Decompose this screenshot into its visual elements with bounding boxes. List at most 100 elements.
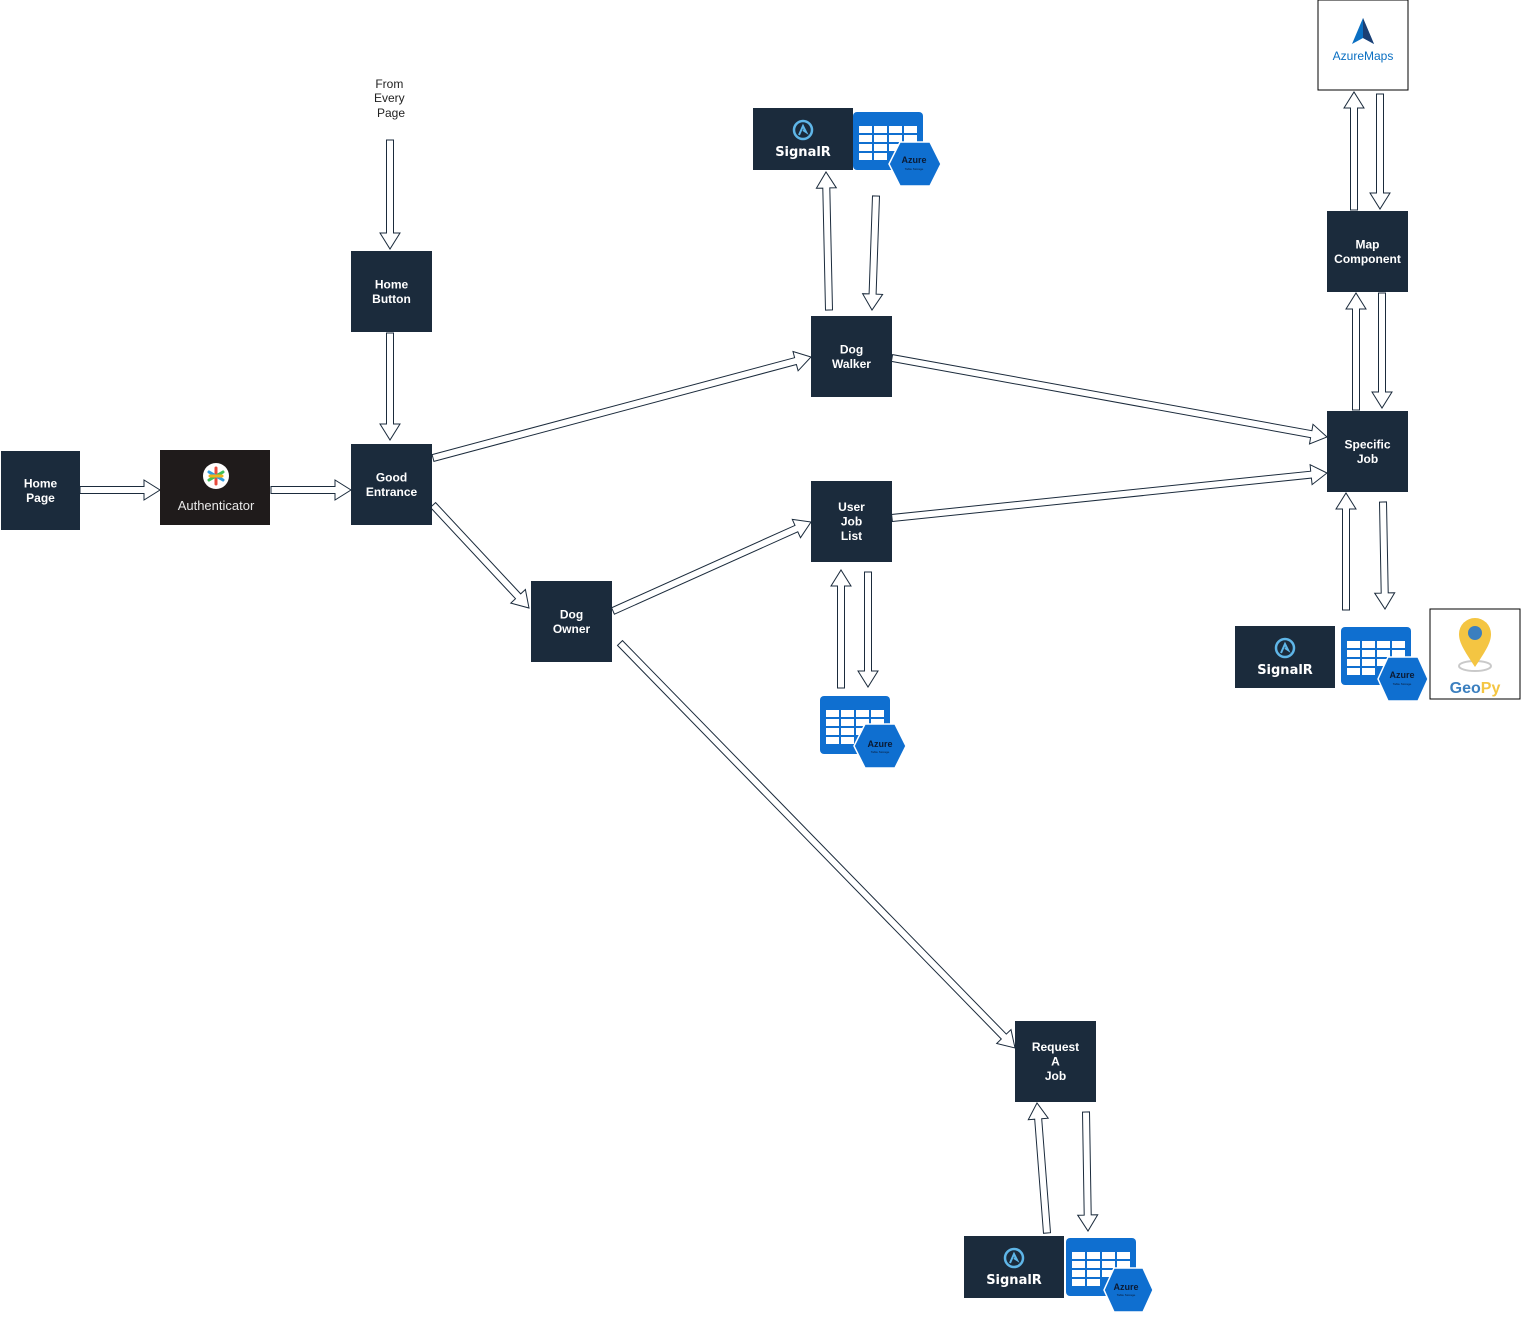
azure-hex <box>888 141 942 187</box>
node-label-line: Entrance <box>366 485 418 499</box>
signalr-label: SignalR <box>1257 663 1313 678</box>
flow-arrow <box>1345 292 1367 411</box>
flow-arrow <box>1373 501 1396 610</box>
flow-arrow <box>616 639 1016 1049</box>
node-label-line: Home <box>375 277 409 291</box>
azure-sub-label: Table Storage <box>871 750 890 754</box>
pin-icon <box>1459 618 1491 667</box>
flow-arrow <box>1027 1102 1052 1234</box>
node-label-line: Button <box>372 292 411 306</box>
azure-table-specific: Azure Table Storage <box>1341 627 1429 702</box>
arrows-layer <box>79 91 1396 1234</box>
flow-arrow <box>857 571 879 688</box>
flow-arrow <box>79 479 161 501</box>
flow-arrow <box>830 569 852 689</box>
from-every-page-note: From Every Page <box>374 77 408 120</box>
authenticator-label: Authenticator <box>178 498 255 513</box>
signalr-icon <box>1274 637 1296 659</box>
asterisk-icon <box>207 466 225 486</box>
azure-hex <box>1377 656 1429 702</box>
node-label-line: Job <box>1045 1069 1066 1083</box>
node-box <box>811 481 892 562</box>
signalr-request: SignalR <box>964 1236 1064 1298</box>
node-label-line: Dog <box>840 342 863 356</box>
azure-maps-logo: AzureMaps <box>1317 0 1409 91</box>
signalr-label: SignalR <box>775 145 831 160</box>
flow-arrow <box>1371 292 1393 409</box>
node-box <box>351 251 432 332</box>
node-label-line: Walker <box>832 357 871 371</box>
azure-label: Azure <box>1389 670 1414 680</box>
geopy-word-2: Py <box>1481 680 1501 697</box>
flow-arrow <box>815 171 838 311</box>
flow-arrow <box>429 501 530 609</box>
pin-dot <box>1468 626 1482 640</box>
geopy-label: GeoPy <box>1450 680 1501 697</box>
flow-arrow <box>1335 492 1357 611</box>
signalr-icon <box>1003 1247 1025 1269</box>
azure-table-request: Azure Table Storage <box>1066 1238 1154 1313</box>
node-label-line: Good <box>376 470 407 484</box>
azure-maps-word-1: Azure <box>1333 49 1365 63</box>
flow-arrow <box>891 463 1328 523</box>
node-label-line: Page <box>26 491 55 505</box>
flow-arrow <box>890 354 1328 445</box>
azure-sub-label: Table Storage <box>905 167 924 171</box>
node-label-line: Job <box>1357 452 1378 466</box>
node-box <box>1 451 80 530</box>
azure-label: Azure <box>901 155 926 165</box>
signalr-icon <box>792 119 814 141</box>
azure-table-walker: Azure Table Storage <box>853 112 942 187</box>
node-box <box>531 581 612 662</box>
azure-hex <box>853 723 907 769</box>
authenticator-logo: Authenticator <box>160 450 270 525</box>
azure-table-joblist: Azure Table Storage <box>820 696 907 769</box>
flow-arrow <box>379 139 401 250</box>
signalr-label: SignalR <box>986 1273 1042 1288</box>
node-label-line: List <box>841 529 862 543</box>
geopy-word-1: Geo <box>1450 680 1481 697</box>
node-label-line: Map <box>1356 237 1380 251</box>
signalr-specific: SignalR <box>1235 626 1335 688</box>
flow-arrow <box>1369 93 1391 210</box>
node-label-line: Component <box>1334 252 1401 266</box>
note-line-3: Page <box>377 106 405 120</box>
flow-arrow <box>610 518 812 615</box>
azure-sub-label: Table Storage <box>1393 682 1412 686</box>
node-box <box>811 316 892 397</box>
azure-sub-label: Table Storage <box>1117 1293 1136 1297</box>
azure-maps-frame <box>1317 0 1409 91</box>
flow-arrow <box>379 332 401 441</box>
note-line-2: Every <box>374 91 405 105</box>
node-label-line: Job <box>841 515 862 529</box>
table-icon <box>1072 1252 1130 1286</box>
azure-label: Azure <box>867 739 892 749</box>
node-label-line: Dog <box>560 607 583 621</box>
azure-hex <box>1103 1267 1154 1313</box>
node-label-line: Owner <box>553 622 591 636</box>
flow-arrow <box>1343 91 1365 211</box>
node-box <box>1015 1021 1096 1102</box>
azure-label: Azure <box>1113 1282 1138 1292</box>
flow-arrow <box>861 195 884 311</box>
node-box <box>1327 211 1408 292</box>
flow-arrow <box>1076 1111 1099 1232</box>
node-label-line: Request <box>1032 1040 1079 1054</box>
azure-maps-word-2: Maps <box>1364 49 1393 63</box>
